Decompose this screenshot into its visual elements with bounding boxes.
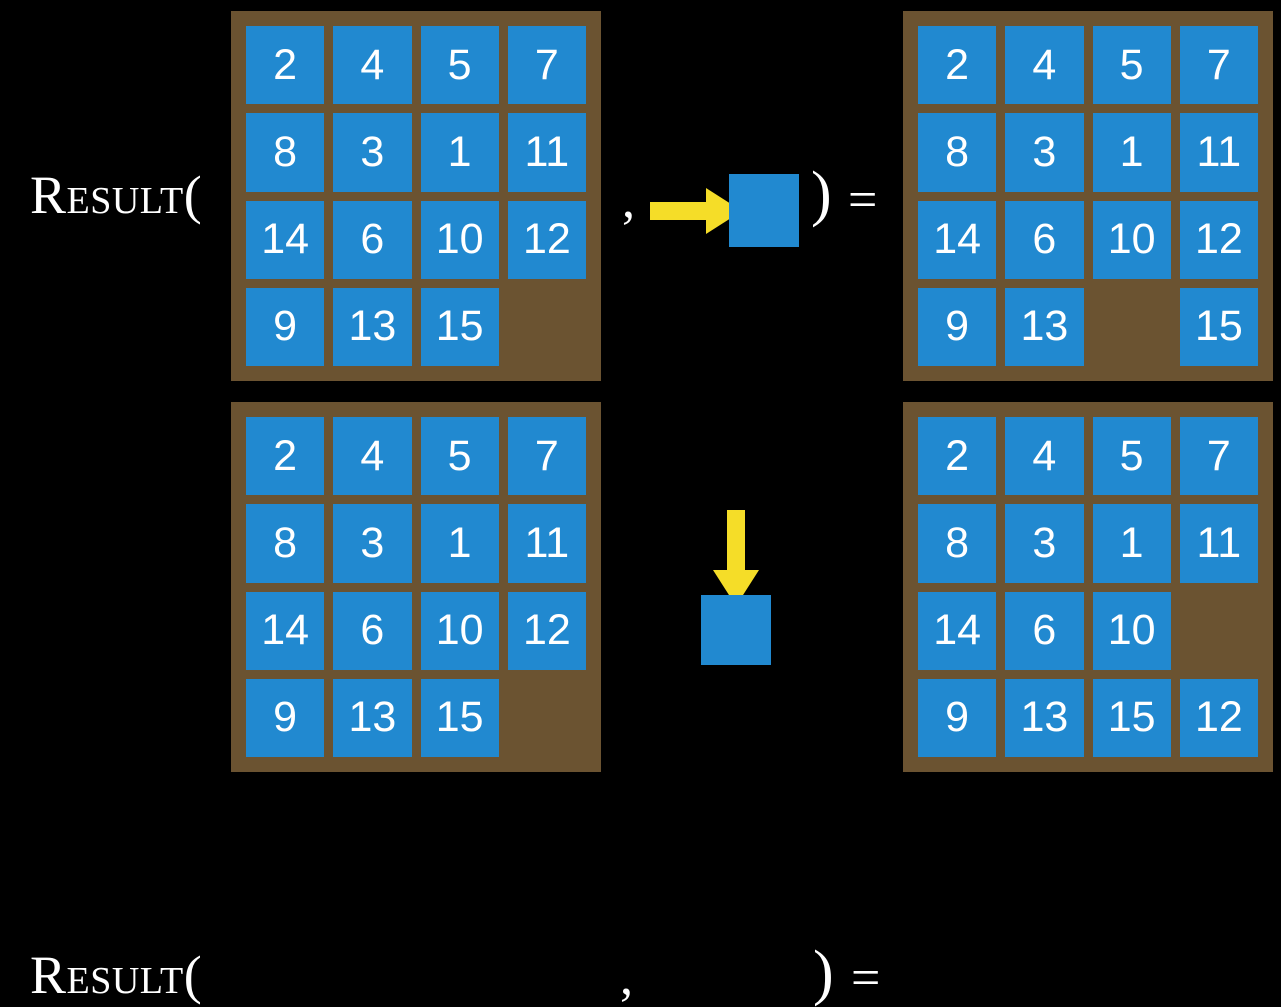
puzzle-tile[interactable]: 1 (420, 113, 499, 192)
puzzle-tile[interactable]: 9 (918, 678, 997, 757)
puzzle-tile[interactable]: 15 (420, 287, 499, 366)
puzzle-tile[interactable]: 3 (1005, 504, 1084, 583)
puzzle-tile[interactable]: 6 (333, 591, 412, 670)
puzzle-tile[interactable]: 7 (507, 26, 586, 105)
puzzle-tile[interactable]: 15 (1092, 678, 1171, 757)
puzzle-tile[interactable]: 12 (1179, 678, 1258, 757)
empty-cell (508, 288, 586, 366)
puzzle-tile[interactable]: 12 (1179, 200, 1258, 279)
action-glyph-move-right (650, 160, 810, 260)
result-function-label: Result( (30, 165, 203, 225)
puzzle-tile[interactable]: 13 (1005, 287, 1084, 366)
puzzle-tile[interactable]: 8 (918, 504, 997, 583)
empty-cell (1093, 288, 1171, 366)
puzzle-tile[interactable]: 2 (918, 26, 997, 105)
puzzle-tile[interactable]: 14 (246, 591, 325, 670)
puzzle-tile[interactable]: 11 (507, 504, 586, 583)
puzzle-tile[interactable]: 11 (1179, 504, 1258, 583)
puzzle-tile[interactable]: 13 (333, 287, 412, 366)
empty-cell (508, 679, 586, 757)
action-tile (729, 174, 799, 247)
puzzle-tile[interactable]: 15 (420, 678, 499, 757)
arrow-right-icon (650, 188, 742, 234)
puzzle-tile[interactable]: 13 (1005, 678, 1084, 757)
puzzle-tile[interactable]: 2 (246, 26, 325, 105)
puzzle-tile[interactable]: 6 (1005, 591, 1084, 670)
puzzle-tile[interactable]: 3 (333, 113, 412, 192)
puzzle-tile[interactable]: 12 (507, 200, 586, 279)
result-function-label: Result( (30, 945, 203, 1005)
puzzle-tile[interactable]: 3 (1005, 113, 1084, 192)
close-paren: ) (813, 939, 834, 1007)
puzzle-tile[interactable]: 2 (918, 417, 997, 496)
puzzle-tile[interactable]: 14 (918, 591, 997, 670)
puzzle-tile[interactable]: 1 (420, 504, 499, 583)
puzzle-tile[interactable]: 4 (1005, 26, 1084, 105)
puzzle-tile[interactable]: 9 (246, 678, 325, 757)
puzzle-tile[interactable]: 11 (1179, 113, 1258, 192)
puzzle-tile[interactable]: 14 (246, 200, 325, 279)
puzzle-tile[interactable]: 8 (246, 113, 325, 192)
puzzle-tile[interactable]: 1 (1092, 113, 1171, 192)
puzzle-tile[interactable]: 11 (507, 113, 586, 192)
puzzle-tile[interactable]: 1 (1092, 504, 1171, 583)
puzzle-tile[interactable]: 5 (420, 26, 499, 105)
puzzle-tile[interactable]: 4 (333, 26, 412, 105)
puzzle-tile[interactable]: 7 (1179, 417, 1258, 496)
puzzle-tile[interactable]: 2 (246, 417, 325, 496)
argument-separator-comma: , (620, 949, 633, 1006)
puzzle-tile[interactable]: 5 (1092, 26, 1171, 105)
action-tile (701, 595, 771, 665)
puzzle-tile[interactable]: 12 (507, 591, 586, 670)
action-glyph-move-down (690, 510, 790, 670)
arrow-down-icon (713, 510, 759, 606)
equals-sign: = (848, 172, 878, 229)
puzzle-tile[interactable]: 10 (420, 591, 499, 670)
puzzle-tile[interactable]: 10 (1092, 591, 1171, 670)
puzzle-tile[interactable]: 15 (1179, 287, 1258, 366)
puzzle-tile[interactable]: 5 (420, 417, 499, 496)
puzzle-tile[interactable]: 9 (246, 287, 325, 366)
puzzle-tile[interactable]: 7 (1179, 26, 1258, 105)
puzzle-tile[interactable]: 10 (1092, 200, 1171, 279)
puzzle-tile[interactable]: 6 (333, 200, 412, 279)
puzzle-tile[interactable]: 6 (1005, 200, 1084, 279)
close-paren: ) (811, 160, 832, 228)
puzzle-tile[interactable]: 3 (333, 504, 412, 583)
puzzle-tile[interactable]: 14 (918, 200, 997, 279)
puzzle-tile[interactable]: 9 (918, 287, 997, 366)
puzzle-tile[interactable]: 13 (333, 678, 412, 757)
puzzle-tile[interactable]: 7 (507, 417, 586, 496)
puzzle-tile[interactable]: 8 (918, 113, 997, 192)
puzzle-tile[interactable]: 8 (246, 504, 325, 583)
puzzle-tile[interactable]: 10 (420, 200, 499, 279)
puzzle-tile[interactable]: 5 (1092, 417, 1171, 496)
puzzle-tile[interactable]: 4 (333, 417, 412, 496)
puzzle-tile[interactable]: 4 (1005, 417, 1084, 496)
equals-sign: = (851, 950, 881, 1007)
empty-cell (1180, 592, 1258, 670)
argument-separator-comma: , (622, 172, 635, 229)
